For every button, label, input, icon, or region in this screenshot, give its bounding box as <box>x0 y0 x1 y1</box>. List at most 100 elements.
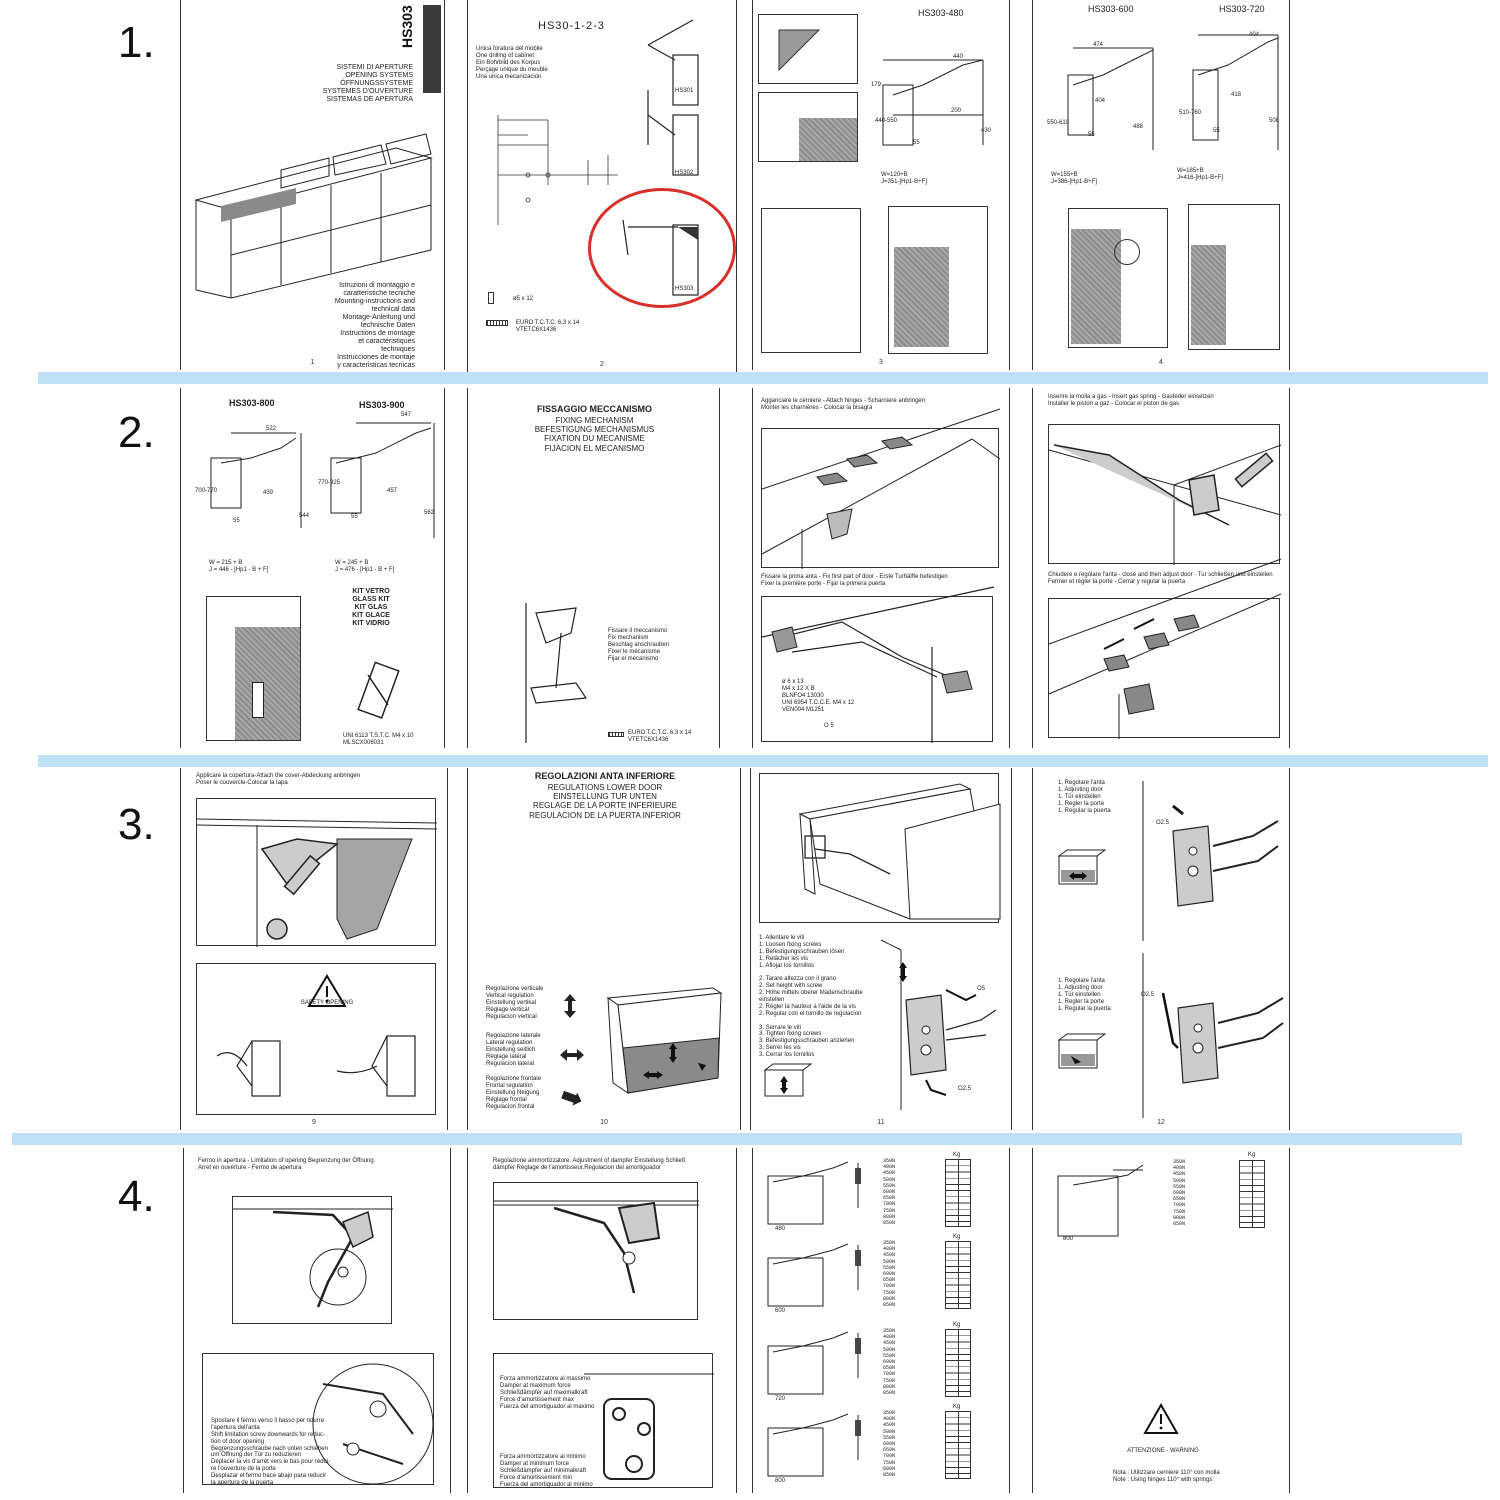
manual-page-14: Regolazione ammortizzatore. Adjustment o… <box>467 1148 737 1493</box>
adjust-detail <box>871 939 1001 1110</box>
unit-label: Kg <box>953 1152 961 1158</box>
lateral-arrow-icon <box>560 1049 584 1061</box>
model-label: HS302 <box>675 170 694 176</box>
dimension-label: 440-550 <box>875 118 898 124</box>
mechanism-drawing <box>525 603 588 743</box>
force-row-label: 800N <box>1173 1214 1186 1221</box>
hs301-drawing <box>647 19 699 106</box>
manual-page-5: HS303-800 HS303-900 522 439 55 544 700-7… <box>180 388 445 748</box>
dimension-label: 544 <box>299 513 310 519</box>
hs302-drawing <box>647 90 699 176</box>
step-text: Chiudere e regolare l'anta - close and t… <box>1048 572 1273 585</box>
force-row-label: 600N <box>883 1441 896 1447</box>
manual-page-2: HS30-1-2-3 Unica foratura del mobile One… <box>467 0 737 372</box>
force-row-label: 650N <box>883 1365 896 1372</box>
manual-page-13: Fermo in apertura - Limitation of openin… <box>183 1148 451 1493</box>
force-row-label: 400N <box>1173 1165 1186 1172</box>
force-row-label: 550N <box>883 1182 896 1189</box>
hinges-panel <box>761 408 1001 569</box>
unit-label: Kg <box>953 1234 961 1240</box>
page-number: 3 <box>879 359 883 366</box>
warning-icon <box>307 974 347 1007</box>
dimension-label: 439 <box>263 490 274 496</box>
force-row-label: 800N <box>883 1465 896 1472</box>
dimension-drawing <box>882 59 984 146</box>
wrench-size: O2.5 <box>958 1086 972 1092</box>
detail-panel <box>758 14 858 84</box>
safety-panel: SAFETY OPENING <box>196 963 436 1115</box>
adjust-steps: 1. Regolare l'anta 1. Adjusting door 1. … <box>1058 978 1111 1012</box>
force-row-label: 350N <box>883 1410 896 1416</box>
manual-page-11: 1. Allentare le viti 1. Loosen fixing sc… <box>750 768 1012 1130</box>
step-text: Agganciare le cerniere - Attach hinges -… <box>761 398 926 411</box>
drilling-text: Unica foratura del mobile One drilling o… <box>476 46 548 80</box>
force-row-label: 600N <box>883 1359 896 1365</box>
hs303-drawing <box>622 219 699 296</box>
formula-text: W=155+B J=386-[Hp1-B+F] <box>1051 172 1098 185</box>
row-label-3: 3. <box>118 800 155 849</box>
step-text: Applicare la copertura-Attach the cover-… <box>196 773 361 786</box>
force-row-label: 350N <box>1173 1159 1186 1165</box>
force-row-label: 550N <box>1173 1183 1186 1190</box>
formula-text: W = 215 + B J = 446 - [Hp1 - B + F] <box>209 560 269 573</box>
row-label-4: 4. <box>118 1172 155 1221</box>
force-row-label: 650N <box>883 1277 896 1284</box>
vertical-arrow-icon <box>564 994 576 1018</box>
manual-page-3: HS303-480 440 200 55 179 430 440-550 W=1… <box>752 0 1010 370</box>
fix-text: Fissare il meccanismo Fix mechanism Besc… <box>608 628 670 662</box>
wrench-size: O 5 <box>824 723 834 729</box>
force-row-label: 500N <box>1173 1177 1186 1184</box>
adjust-detail <box>1133 948 1284 1118</box>
damper-panel <box>493 1182 699 1320</box>
force-row-label: 750N <box>883 1207 896 1214</box>
cabinet-800-drawing <box>1057 1164 1144 1237</box>
force-row-label: 450N <box>883 1170 896 1177</box>
force-row-label: 750N <box>1173 1208 1186 1215</box>
force-row-label: 450N <box>883 1340 896 1347</box>
dimension-label: 200 <box>951 108 962 114</box>
screw-spec: EURO T.C.T.C. 6.3 x 14 VTETC6X1436 <box>516 320 580 333</box>
force-row-label: 350N <box>883 1328 896 1334</box>
force-row-label: 800N <box>883 1213 896 1220</box>
wrench-size: O2.5 <box>1156 820 1170 826</box>
dimension-label: 522 <box>266 426 277 432</box>
manual-page-8: Inserire la molla a gas - Insert gas spr… <box>1032 388 1290 748</box>
force-row-label: 850N <box>883 1390 896 1396</box>
lateral-regulation-text: Regolazione laterale Lateral regulation … <box>486 1033 541 1067</box>
dimension-label: 430 <box>981 128 992 134</box>
dimension-label: 55 <box>1088 132 1095 138</box>
manual-page-9: Applicare la copertura-Attach the cover-… <box>180 768 448 1130</box>
width-label: 800 <box>775 1478 786 1484</box>
force-row-label: 500N <box>883 1428 896 1435</box>
force-row-label: 400N <box>883 1246 896 1253</box>
page-subtitles: REGULATIONS LOWER DOOR EINSTELLUNG TUR U… <box>529 783 681 820</box>
warning-icon <box>1143 1402 1179 1434</box>
highlight-circle <box>588 188 736 308</box>
width-label: 600 <box>775 1308 786 1314</box>
force-row-label: 800N <box>883 1383 896 1390</box>
formula-text: W=185+B J=416-[Hp1-B+F] <box>1177 168 1224 181</box>
cover-dark-band <box>423 5 441 93</box>
page-number: 1 <box>310 359 315 366</box>
detail-panel <box>1068 208 1168 348</box>
detail-panel <box>888 206 988 354</box>
dimension-label: 474 <box>1093 42 1104 48</box>
unit-label: Kg <box>953 1404 961 1410</box>
force-table-block <box>753 1328 1009 1410</box>
dimension-label: 700-770 <box>195 488 218 494</box>
screw-icon <box>486 320 508 326</box>
cover-panel <box>196 798 438 947</box>
page-subtitles: FIXING MECHANISM BEFESTIGUNG MECHANISMUS… <box>534 416 655 453</box>
hs303-900-drawing <box>330 422 435 538</box>
page-title: HS303-800 <box>229 398 275 408</box>
force-row-label: 500N <box>883 1258 896 1265</box>
formula-text: W=120+B J=351-[Hp1-B+F] <box>881 172 928 185</box>
dimension-label: 55 <box>351 514 358 520</box>
hs303-720-drawing <box>1192 34 1279 150</box>
product-code: HS303 <box>399 5 415 48</box>
page-title: HS303-600 <box>1088 4 1134 14</box>
width-label: 800 <box>1063 1236 1074 1242</box>
model-label: HS303 <box>675 286 694 292</box>
